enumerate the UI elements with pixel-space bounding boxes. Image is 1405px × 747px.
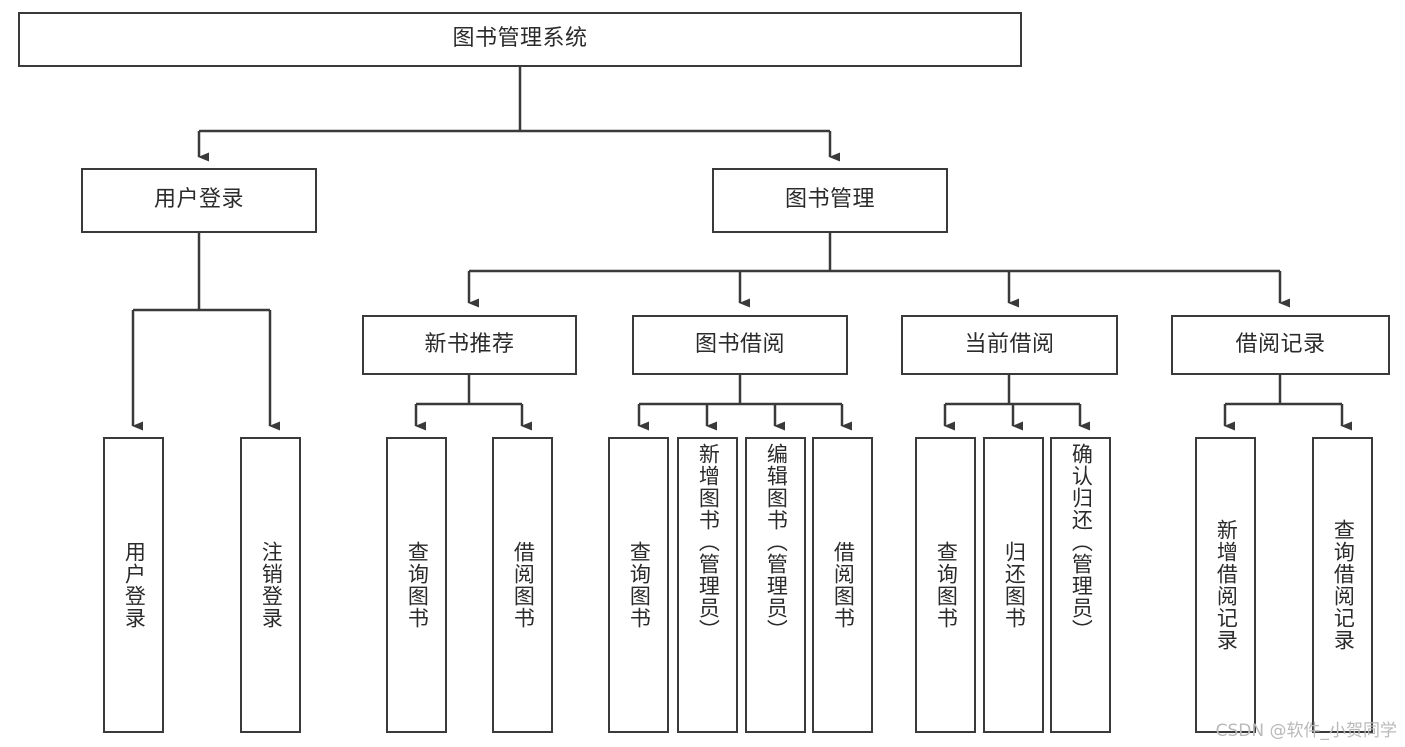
leaf-user-login-signout[interactable]: 注销登录 bbox=[240, 437, 301, 733]
node-book-borrow-label: 图书借阅 bbox=[694, 331, 785, 357]
leaf-label: 查询图书 bbox=[627, 541, 652, 629]
leaf-current-borrow-return[interactable]: 归还图书 bbox=[983, 437, 1044, 733]
node-user-login-label: 用户登录 bbox=[153, 187, 244, 213]
leaf-borrow-record-add[interactable]: 新增借阅记录 bbox=[1195, 437, 1256, 733]
node-borrow-record-label: 借阅记录 bbox=[1235, 331, 1326, 357]
leaf-book-borrow-add[interactable]: 新增图书（管理员） bbox=[677, 437, 738, 733]
leaf-label: 查询图书 bbox=[405, 541, 430, 629]
node-new-book-recommend[interactable]: 新书推荐 bbox=[362, 315, 577, 375]
leaf-book-borrow-query[interactable]: 查询图书 bbox=[608, 437, 669, 733]
leaf-label: 借阅图书 bbox=[511, 541, 536, 629]
leaf-label: 新增借阅记录 bbox=[1214, 519, 1239, 651]
leaf-label: 注销登录 bbox=[259, 541, 284, 629]
node-current-borrow[interactable]: 当前借阅 bbox=[901, 315, 1118, 375]
leaf-book-borrow-borrow[interactable]: 借阅图书 bbox=[812, 437, 873, 733]
leaf-book-borrow-edit[interactable]: 编辑图书（管理员） bbox=[745, 437, 806, 733]
node-user-login[interactable]: 用户登录 bbox=[81, 168, 317, 233]
leaf-label: 归还图书 bbox=[1002, 541, 1027, 629]
leaf-new-book-borrow[interactable]: 借阅图书 bbox=[492, 437, 553, 733]
node-borrow-record[interactable]: 借阅记录 bbox=[1171, 315, 1390, 375]
node-root[interactable]: 图书管理系统 bbox=[18, 12, 1022, 67]
leaf-label: 查询图书 bbox=[934, 541, 959, 629]
leaf-user-login-signin[interactable]: 用户登录 bbox=[103, 437, 164, 733]
leaf-current-borrow-query[interactable]: 查询图书 bbox=[915, 437, 976, 733]
watermark-csdn: CSDN @软件_小贺同学 bbox=[1215, 721, 1397, 741]
leaf-label: 新增图书（管理员） bbox=[696, 443, 721, 641]
leaf-label: 确认归还（管理员） bbox=[1069, 443, 1094, 641]
node-root-label: 图书管理系统 bbox=[452, 26, 588, 52]
node-book-borrow[interactable]: 图书借阅 bbox=[632, 315, 848, 375]
node-new-book-recommend-label: 新书推荐 bbox=[424, 331, 515, 357]
node-book-management[interactable]: 图书管理 bbox=[712, 168, 948, 233]
node-book-management-label: 图书管理 bbox=[784, 187, 875, 213]
leaf-label: 查询借阅记录 bbox=[1331, 519, 1356, 651]
leaf-label: 编辑图书（管理员） bbox=[764, 443, 789, 641]
leaf-borrow-record-query[interactable]: 查询借阅记录 bbox=[1312, 437, 1373, 733]
leaf-label: 用户登录 bbox=[122, 541, 147, 629]
node-current-borrow-label: 当前借阅 bbox=[964, 331, 1055, 357]
leaf-new-book-query[interactable]: 查询图书 bbox=[386, 437, 447, 733]
leaf-current-borrow-confirm[interactable]: 确认归还（管理员） bbox=[1050, 437, 1111, 733]
leaf-label: 借阅图书 bbox=[831, 541, 856, 629]
